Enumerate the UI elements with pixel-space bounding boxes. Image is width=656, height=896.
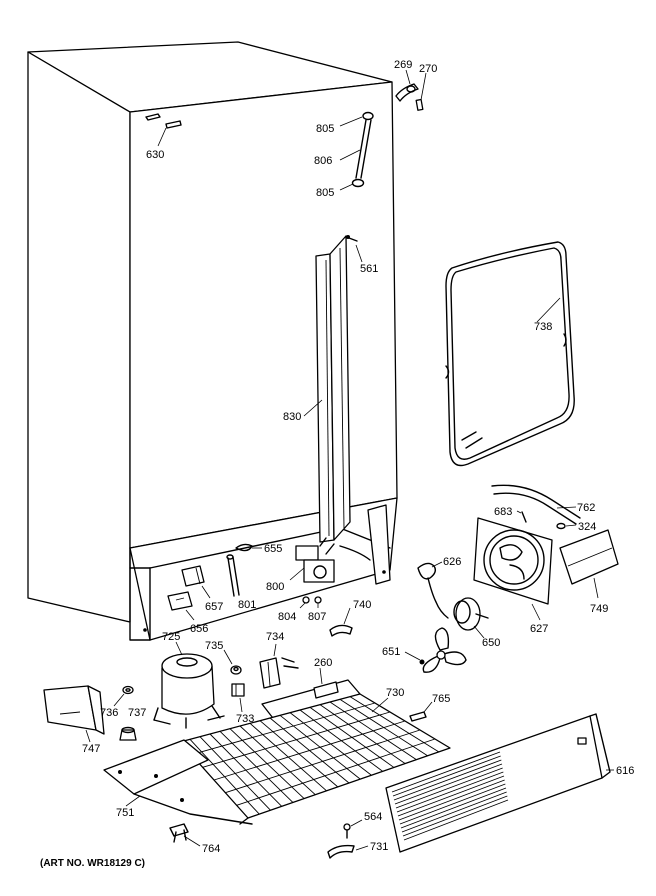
label-749: 749	[590, 603, 608, 615]
part-800-valve	[235, 537, 371, 609]
part-735-grommet	[223, 649, 242, 675]
label-657: 657	[205, 601, 223, 613]
label-733: 733	[236, 713, 254, 725]
part-747-panel	[43, 685, 105, 743]
part-656-bracket	[167, 591, 195, 621]
label-735: 735	[205, 640, 223, 652]
label-807: 807	[308, 611, 326, 623]
part-630-clip	[145, 113, 182, 147]
condenser-wire-line	[225, 729, 421, 794]
part-736-washer	[113, 685, 134, 707]
part-738-heater-loop	[445, 241, 575, 467]
part-765-clip	[409, 701, 433, 722]
label-656: 656	[190, 623, 208, 635]
label-804: 804	[278, 611, 296, 623]
label-651: 651	[382, 646, 400, 658]
part-561-screw	[346, 235, 363, 263]
label-765: 765	[432, 693, 450, 705]
grille-slat	[393, 759, 502, 801]
part-725-compressor	[153, 641, 225, 729]
label-800: 800	[266, 581, 284, 593]
label-627: 627	[530, 623, 548, 635]
part-733-relay	[231, 683, 245, 713]
label-734: 734	[266, 631, 284, 643]
label-747: 747	[82, 743, 100, 755]
part-683-screw	[516, 510, 577, 530]
part-616-grille	[385, 713, 614, 853]
label-830: 830	[283, 411, 301, 423]
condenser-wire-line	[213, 720, 406, 781]
part-806-tube	[339, 111, 374, 191]
label-764: 764	[202, 843, 220, 855]
label-270: 270	[419, 63, 437, 75]
part-627-fan-shroud	[473, 517, 553, 621]
label-751: 751	[116, 807, 134, 819]
label-801: 801	[238, 599, 256, 611]
label-650: 650	[482, 637, 500, 649]
label-564: 564	[364, 811, 382, 823]
part-749-board	[559, 529, 619, 599]
label-725: 725	[162, 631, 180, 643]
grille-slat	[394, 763, 503, 805]
label-269: 269	[394, 59, 412, 71]
label-762: 762	[577, 502, 595, 514]
grille-slat	[401, 791, 507, 833]
part-269-bracket	[395, 69, 427, 111]
label-626: 626	[443, 556, 461, 568]
label-616: 616	[616, 765, 634, 777]
label-730: 730	[386, 687, 404, 699]
grille-slat	[397, 775, 505, 817]
label-260: 260	[314, 657, 332, 669]
label-738: 738	[534, 321, 552, 333]
label-731: 731	[370, 841, 388, 853]
label-806: 806	[314, 155, 332, 167]
part-751-base-pan	[103, 739, 253, 825]
part-730-condenser	[167, 693, 451, 825]
part-762-tube	[491, 484, 581, 525]
grille-slat	[396, 771, 504, 813]
label-736: 736	[100, 707, 118, 719]
part-737-cap	[119, 726, 137, 741]
part-734-overload	[259, 643, 299, 689]
label-655: 655	[264, 543, 282, 555]
part-626-harness	[417, 561, 449, 619]
condenser-wire-line	[191, 702, 376, 756]
part-564-screw	[343, 819, 363, 839]
part-740-clamp	[329, 607, 353, 637]
label-805-lower: 805	[316, 187, 334, 199]
condenser-wire-line	[202, 711, 391, 768]
grille-slat	[400, 787, 507, 829]
grille-slat	[391, 751, 501, 793]
label-630: 630	[146, 149, 164, 161]
label-683: 683	[494, 506, 512, 518]
condenser-wire-line	[236, 738, 436, 806]
label-324: 324	[578, 521, 596, 533]
grille-slat	[392, 755, 501, 797]
part-731-clip	[327, 844, 369, 859]
part-657-bracket	[181, 565, 211, 599]
art-number-caption: (ART NO. WR18129 C)	[40, 858, 145, 869]
grille-slat	[399, 783, 506, 825]
label-805-upper: 805	[316, 123, 334, 135]
part-651-fan-blade	[404, 627, 467, 673]
part-650-motor	[453, 597, 489, 639]
label-561: 561	[360, 263, 378, 275]
part-764-bracket	[169, 823, 201, 847]
part-801-rod	[226, 554, 240, 597]
grille-slat	[395, 767, 503, 809]
grille-slat	[402, 795, 508, 837]
grille-slat	[403, 799, 509, 841]
part-830-channel	[303, 235, 351, 543]
label-740: 740	[353, 599, 371, 611]
label-737: 737	[128, 707, 146, 719]
grille-slat	[398, 779, 505, 821]
